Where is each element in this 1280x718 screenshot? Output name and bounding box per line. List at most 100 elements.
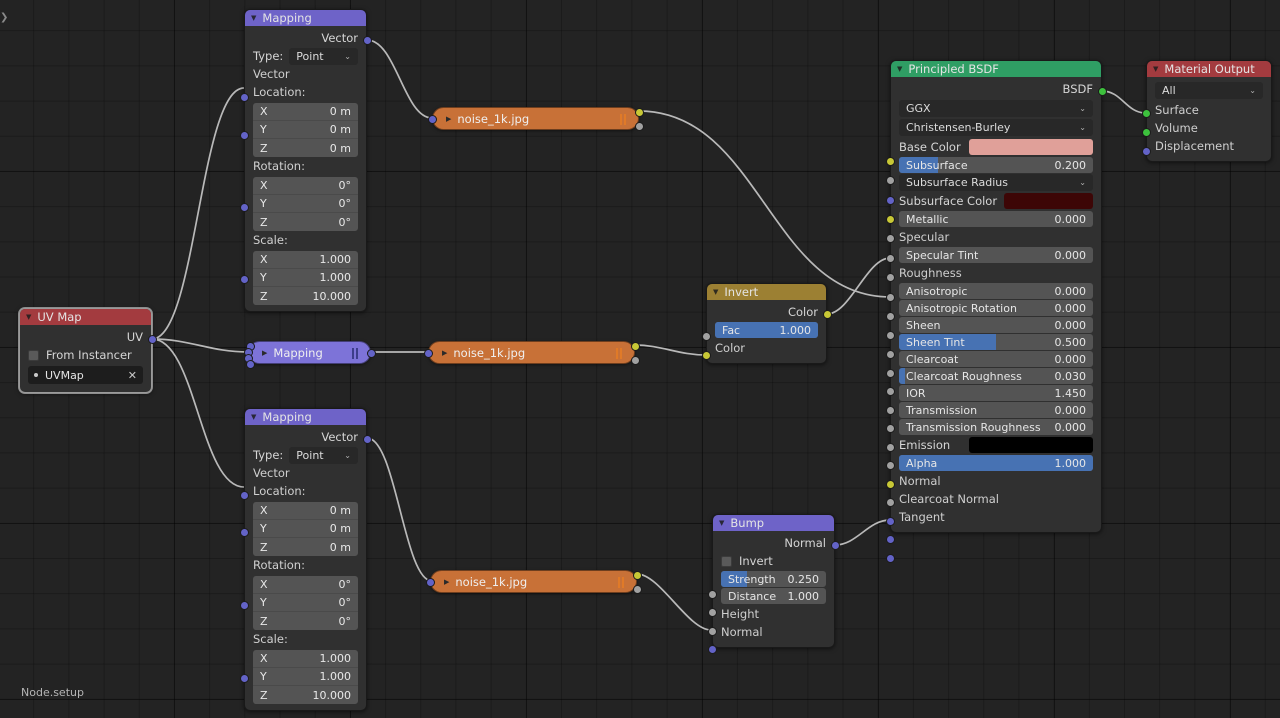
mapping-top-scale-x[interactable]: X 1.000 <box>253 251 358 269</box>
bump-invert-row[interactable]: Invert <box>713 552 834 570</box>
principled-sheen-tint-slider[interactable]: Sheen Tint 0.500 <box>899 334 1093 350</box>
socket-material-output-volume-input[interactable] <box>1142 128 1151 137</box>
expand-triangle-icon[interactable]: ▶ <box>444 577 450 586</box>
principled-sheen-slider[interactable]: Sheen 0.000 <box>899 317 1093 333</box>
socket-principled-normal-input[interactable] <box>886 517 895 526</box>
expand-triangle-icon[interactable]: ▶ <box>262 348 268 357</box>
socket-invert-color-input[interactable] <box>702 351 711 360</box>
socket-mapping-collapsed-scale-input[interactable] <box>246 360 255 369</box>
bump-invert-checkbox[interactable] <box>721 555 732 567</box>
node-material-output-header[interactable]: ▼ Material Output <box>1147 61 1271 77</box>
collapse-triangle-icon[interactable]: ▼ <box>251 412 257 421</box>
socket-mapping-bottom-vector-input[interactable] <box>240 491 249 500</box>
principled-emission-row[interactable]: Emission <box>891 436 1101 454</box>
socket-principled-clearcoat-input[interactable] <box>886 387 895 396</box>
socket-mapping-bottom-vector-output[interactable] <box>363 435 372 444</box>
socket-mapping-collapsed-vector-output[interactable] <box>367 349 376 358</box>
collapse-triangle-icon[interactable]: ▼ <box>1153 64 1159 73</box>
socket-principled-sheen-input[interactable] <box>886 350 895 359</box>
principled-subsurface-color-row[interactable]: Subsurface Color <box>891 192 1101 210</box>
uv-map-from-instancer-row[interactable]: From Instancer <box>20 346 151 364</box>
chevron-right-icon[interactable]: ❯ <box>0 12 9 23</box>
mapping-bottom-rotation-z[interactable]: Z 0° <box>253 612 358 630</box>
socket-mapping-bottom-rotation-input[interactable] <box>240 601 249 610</box>
node-mapping-bottom[interactable]: ▼ Mapping Vector Type: Point ⌄ Vector Lo… <box>240 408 372 711</box>
principled-subsurface-color-swatch[interactable] <box>1004 193 1093 209</box>
mapping-top-rotation-z[interactable]: Z 0° <box>253 213 358 231</box>
node-mapping-top-header[interactable]: ▼ Mapping <box>245 10 366 26</box>
mapping-bottom-location-z[interactable]: Z 0 m <box>253 538 358 556</box>
principled-metallic-slider[interactable]: Metallic 0.000 <box>899 211 1093 227</box>
socket-principled-clearcoat-roughness-input[interactable] <box>886 406 895 415</box>
node-invert-header[interactable]: ▼ Invert <box>707 284 826 300</box>
node-image-texture-1[interactable]: ▶ noise_1k.jpg <box>428 107 644 131</box>
socket-image-texture-1-color-output[interactable] <box>635 108 644 117</box>
socket-image-texture-3-alpha-output[interactable] <box>633 585 642 594</box>
clear-icon[interactable]: ✕ <box>127 368 137 382</box>
collapse-triangle-icon[interactable]: ▼ <box>713 287 719 296</box>
node-bump[interactable]: ▼ Bump Normal Invert Strength 0.250 Dist… <box>708 514 840 654</box>
socket-image-texture-2-color-output[interactable] <box>631 342 640 351</box>
mapping-top-scale-y[interactable]: Y 1.000 <box>253 269 358 287</box>
socket-mapping-top-scale-input[interactable] <box>240 275 249 284</box>
principled-base-color-swatch[interactable] <box>969 139 1093 155</box>
node-mapping-bottom-header[interactable]: ▼ Mapping <box>245 409 366 425</box>
mapping-bottom-rotation-y[interactable]: Y 0° <box>253 594 358 612</box>
socket-image-texture-1-alpha-output[interactable] <box>635 122 644 131</box>
socket-principled-alpha-input[interactable] <box>886 498 895 507</box>
node-material-output[interactable]: ▼ Material Output All ⌄ Surface Volume D… <box>1142 60 1272 162</box>
socket-image-texture-3-color-output[interactable] <box>633 571 642 580</box>
mapping-bottom-scale-group[interactable]: X 1.000 Y 1.000 Z 10.000 <box>253 650 358 704</box>
principled-subsurface-method-dropdown[interactable]: Christensen-Burley ⌄ <box>899 119 1093 136</box>
socket-mapping-top-vector-output[interactable] <box>363 36 372 45</box>
socket-bump-normal-output[interactable] <box>831 541 840 550</box>
invert-fac-slider[interactable]: Fac 1.000 <box>715 322 818 338</box>
uv-map-name-field[interactable]: UVMap ✕ <box>28 366 143 384</box>
socket-principled-anisotropic-input[interactable] <box>886 312 895 321</box>
bump-distance-field[interactable]: Distance 1.000 <box>721 588 826 604</box>
collapse-triangle-icon[interactable]: ▼ <box>251 13 257 22</box>
node-principled-bsdf[interactable]: ▼ Principled BSDF BSDF GGX ⌄ Christensen… <box>886 60 1107 563</box>
principled-alpha-slider[interactable]: Alpha 1.000 <box>899 455 1093 471</box>
socket-principled-roughness-input[interactable] <box>886 293 895 302</box>
mapping-top-location-z[interactable]: Z 0 m <box>253 139 358 157</box>
socket-image-texture-2-alpha-output[interactable] <box>631 356 640 365</box>
mapping-top-location-y[interactable]: Y 0 m <box>253 121 358 139</box>
material-output-target-dropdown[interactable]: All ⌄ <box>1155 82 1263 99</box>
collapse-triangle-icon[interactable]: ▼ <box>26 312 32 321</box>
socket-mapping-top-rotation-input[interactable] <box>240 203 249 212</box>
principled-ior-field[interactable]: IOR 1.450 <box>899 385 1093 401</box>
node-invert[interactable]: ▼ Invert Color Fac 1.000 Color <box>702 283 832 364</box>
mapping-bottom-rotation-x[interactable]: X 0° <box>253 576 358 594</box>
socket-principled-metallic-input[interactable] <box>886 234 895 243</box>
socket-invert-color-output[interactable] <box>823 310 832 319</box>
expand-triangle-icon[interactable]: ▶ <box>442 348 448 357</box>
principled-anisotropic-slider[interactable]: Anisotropic 0.000 <box>899 283 1093 299</box>
node-principled-bsdf-header[interactable]: ▼ Principled BSDF <box>891 61 1101 77</box>
mapping-bottom-type-dropdown[interactable]: Point ⌄ <box>289 446 358 464</box>
collapse-triangle-icon[interactable]: ▼ <box>897 64 903 73</box>
mapping-bottom-scale-x[interactable]: X 1.000 <box>253 650 358 668</box>
node-mapping-collapsed[interactable]: ▶ Mapping <box>244 341 376 369</box>
socket-principled-ior-input[interactable] <box>886 424 895 433</box>
socket-image-texture-3-vector-input[interactable] <box>426 578 435 587</box>
mapping-top-rotation-y[interactable]: Y 0° <box>253 195 358 213</box>
node-mapping-top[interactable]: ▼ Mapping Vector Type: Point ⌄ Vector Lo… <box>240 9 372 312</box>
mapping-bottom-type-row[interactable]: Type: Point ⌄ <box>245 446 366 464</box>
principled-anisotropic-rotation-slider[interactable]: Anisotropic Rotation 0.000 <box>899 300 1093 316</box>
node-image-texture-3[interactable]: ▶ noise_1k.jpg <box>426 570 642 594</box>
socket-mapping-top-location-input[interactable] <box>240 131 249 140</box>
mapping-bottom-location-x[interactable]: X 0 m <box>253 502 358 520</box>
socket-principled-specular-tint-input[interactable] <box>886 273 895 282</box>
mapping-top-rotation-group[interactable]: X 0° Y 0° Z 0° <box>253 177 358 231</box>
from-instancer-checkbox[interactable] <box>28 349 39 361</box>
mapping-bottom-scale-z[interactable]: Z 10.000 <box>253 686 358 704</box>
principled-subsurface-slider[interactable]: Subsurface 0.200 <box>899 157 1093 173</box>
socket-bump-distance-input[interactable] <box>708 608 717 617</box>
socket-principled-subsurface-input[interactable] <box>886 176 895 185</box>
socket-bump-strength-input[interactable] <box>708 590 717 599</box>
socket-principled-transmission-input[interactable] <box>886 443 895 452</box>
mapping-bottom-location-group[interactable]: X 0 m Y 0 m Z 0 m <box>253 502 358 556</box>
socket-invert-fac-input[interactable] <box>702 332 711 341</box>
